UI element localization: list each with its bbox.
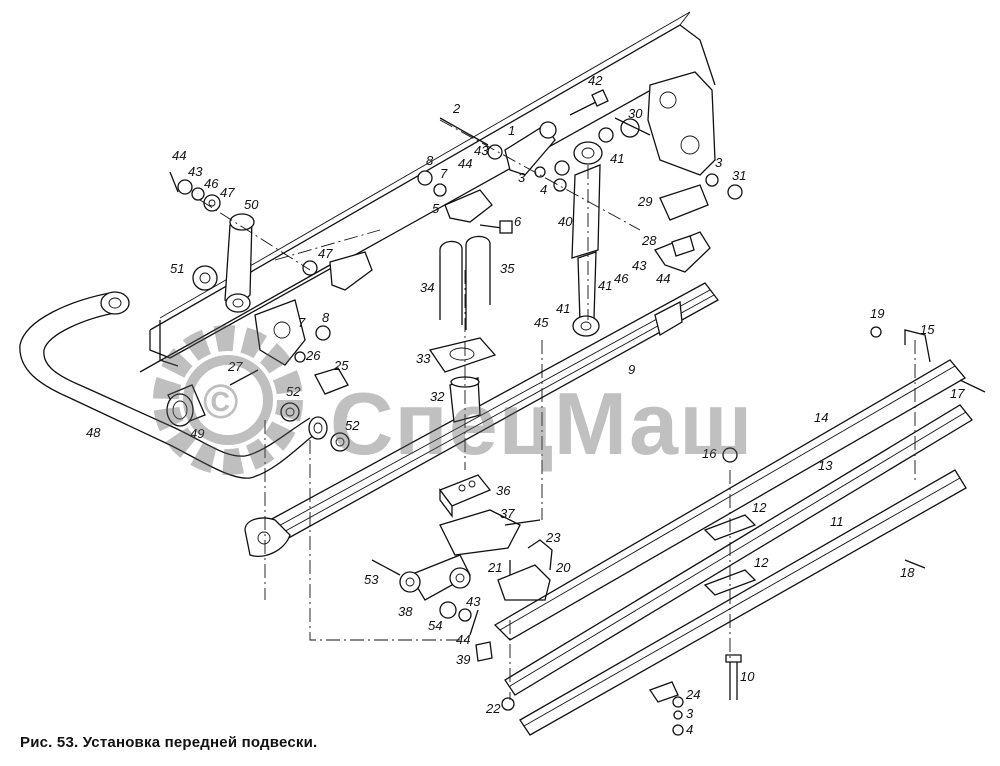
leaf-spring: [244, 282, 719, 557]
label-45: 45: [534, 315, 549, 330]
label-9: 9: [628, 362, 635, 377]
label-43d: 43: [466, 594, 481, 609]
watermark-text: СпецМаш: [330, 374, 754, 473]
label-46a: 46: [204, 176, 219, 191]
label-20: 20: [555, 560, 571, 575]
leaf-13: [504, 404, 973, 696]
label-41c: 41: [556, 301, 570, 316]
label-3a: 3: [518, 170, 526, 185]
label-14: 14: [814, 410, 828, 425]
label-12a: 12: [752, 500, 767, 515]
label-37: 37: [500, 506, 515, 521]
label-39: 39: [456, 652, 470, 667]
label-47a: 47: [220, 185, 235, 200]
label-12b: 12: [754, 555, 769, 570]
label-52b: 52: [345, 418, 360, 433]
label-6: 6: [514, 214, 522, 229]
upper-shock-bracket: [439, 89, 651, 192]
u-bolts: [439, 235, 491, 330]
stabilizer-link: [169, 171, 373, 313]
label-18: 18: [900, 565, 915, 580]
label-50: 50: [244, 197, 259, 212]
label-43c: 43: [632, 258, 647, 273]
clamp-15: [501, 326, 986, 736]
label-33: 33: [416, 351, 431, 366]
label-4a: 4: [540, 182, 547, 197]
label-1: 1: [508, 123, 515, 138]
label-43b: 43: [188, 164, 203, 179]
label-21: 21: [487, 560, 502, 575]
label-7b: 7: [298, 315, 306, 330]
label-8a: 8: [426, 153, 434, 168]
watermark-symbol: ©: [203, 376, 238, 429]
label-52a: 52: [286, 384, 301, 399]
label-32: 32: [430, 389, 445, 404]
label-49: 49: [190, 426, 204, 441]
label-26: 26: [305, 348, 321, 363]
part-labels: 2 1 42 30 43 44 3 4 41 8 7 5 6 3 31 29 2…: [86, 73, 965, 737]
front-spring-bracket: [647, 71, 743, 273]
label-41b: 41: [598, 278, 612, 293]
assembly-lines: [199, 119, 916, 700]
label-13: 13: [818, 458, 833, 473]
label-41a: 41: [610, 151, 624, 166]
label-5: 5: [432, 201, 440, 216]
shackle-38: [371, 554, 493, 662]
label-43a: 43: [474, 143, 489, 158]
label-34: 34: [420, 280, 434, 295]
figure-caption: Рис. 53. Установка передней подвески.: [20, 734, 318, 751]
bracket-5: [417, 170, 513, 234]
label-53: 53: [364, 572, 379, 587]
label-25: 25: [333, 358, 349, 373]
stabilizer-bar: [19, 291, 328, 479]
label-47b: 47: [318, 246, 333, 261]
label-11: 11: [830, 514, 844, 529]
label-42: 42: [588, 73, 603, 88]
label-51: 51: [170, 261, 184, 276]
label-16: 16: [702, 446, 717, 461]
label-40: 40: [558, 214, 573, 229]
stabilizer-bracket: [229, 299, 349, 395]
label-30: 30: [628, 106, 643, 121]
label-2: 2: [452, 101, 461, 116]
label-3c: 3: [686, 706, 694, 721]
shock-absorber: [571, 141, 603, 337]
label-31: 31: [732, 168, 746, 183]
label-8b: 8: [322, 310, 330, 325]
label-3b: 3: [715, 155, 723, 170]
label-24: 24: [685, 687, 700, 702]
label-38: 38: [398, 604, 413, 619]
label-35: 35: [500, 261, 515, 276]
label-44a: 44: [458, 156, 472, 171]
clamp-20: [497, 539, 553, 601]
bushing-49: [166, 384, 206, 427]
leaf-14: [493, 359, 966, 641]
label-46b: 46: [614, 271, 629, 286]
watermark-logo: ©: [153, 325, 303, 475]
label-44d: 44: [456, 632, 470, 647]
label-22: 22: [485, 701, 501, 716]
label-44b: 44: [172, 148, 186, 163]
label-17: 17: [950, 386, 965, 401]
label-4b: 4: [686, 722, 693, 737]
label-36: 36: [496, 483, 511, 498]
label-19: 19: [870, 306, 884, 321]
label-15: 15: [920, 322, 935, 337]
label-7a: 7: [440, 166, 448, 181]
label-10: 10: [740, 669, 755, 684]
pad-37: [439, 509, 541, 556]
label-29: 29: [637, 194, 652, 209]
label-48: 48: [86, 425, 101, 440]
leaf-11: [519, 469, 967, 736]
label-54: 54: [428, 618, 442, 633]
bushing-52: [280, 402, 350, 452]
label-28: 28: [641, 233, 657, 248]
label-23: 23: [545, 530, 561, 545]
label-44c: 44: [656, 271, 670, 286]
label-27: 27: [227, 359, 243, 374]
